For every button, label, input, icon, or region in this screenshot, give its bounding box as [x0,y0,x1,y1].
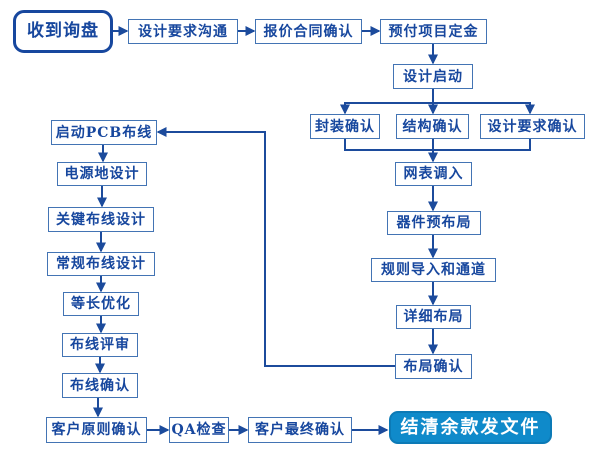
flow-node-routing-review: 布线评审 [62,333,138,357]
flow-node-label-structure-confirm: 结构确认 [402,118,463,135]
flow-node-label-settle-balance-send-files: 结清余款发文件 [400,416,541,438]
flow-node-label-critical-routing-design: 关键布线设计 [56,211,146,228]
flow-node-label-prepay-project-deposit: 预付项目定金 [388,23,479,40]
flow-node-critical-routing-design: 关键布线设计 [48,207,154,232]
flow-node-label-netlist-import: 网表调入 [403,166,464,182]
flow-node-qa-check: QA检查 [169,417,229,443]
flow-node-design-requirement-communication: 设计要求沟通 [128,19,238,44]
flow-node-label-routing-review: 布线评审 [70,337,130,353]
flow-node-label-quotation-contract-confirm: 报价合同确认 [263,23,354,40]
flow-node-settle-balance-send-files: 结清余款发文件 [389,411,552,444]
flow-node-label-package-confirm: 封装确认 [315,118,375,135]
flow-node-label-customer-final-confirm: 客户最终确认 [255,422,345,438]
flow-node-component-pre-placement: 器件预布局 [387,211,481,235]
flow-node-customer-principle-confirm: 客户原则确认 [46,417,147,443]
flow-node-label-qa-check: QA检查 [171,422,227,438]
flow-node-length-matching-optimization: 等长优化 [63,292,139,316]
flow-node-routing-confirm: 布线确认 [62,373,138,398]
flow-node-label-rules-import-and-channel: 规则导入和通道 [381,262,486,278]
flow-node-design-requirement-confirm: 设计要求确认 [480,114,585,139]
flow-node-label-receive-inquiry: 收到询盘 [27,21,99,41]
flow-node-rules-import-and-channel: 规则导入和通道 [371,258,496,282]
flow-node-label-design-start: 设计启动 [403,68,463,85]
flow-node-label-power-ground-design: 电源地设计 [64,166,140,182]
flow-node-label-detailed-placement: 详细布局 [403,309,464,325]
connector-design-start-to-design-requirement-confirm [432,89,535,115]
flow-node-package-confirm: 封装确认 [310,114,380,139]
flow-node-label-general-routing-design: 常规布线设计 [56,256,146,272]
flow-node-netlist-import: 网表调入 [395,162,472,186]
flow-node-general-routing-design: 常规布线设计 [47,252,155,276]
flow-node-start-pcb-routing: 启动PCB布线 [51,120,157,145]
flow-node-prepay-project-deposit: 预付项目定金 [380,19,487,44]
flow-node-structure-confirm: 结构确认 [396,114,469,139]
flow-node-quotation-contract-confirm: 报价合同确认 [255,19,362,44]
connector-package-confirm-to-merge-point [344,139,433,151]
flow-node-label-component-pre-placement: 器件预布局 [396,215,472,231]
flow-node-label-placement-confirm: 布局确认 [403,358,464,375]
flow-node-placement-confirm: 布局确认 [395,354,472,379]
flow-node-receive-inquiry: 收到询盘 [13,10,113,53]
flow-node-design-start: 设计启动 [393,64,473,89]
flow-node-detailed-placement: 详细布局 [396,305,471,329]
flow-node-label-routing-confirm: 布线确认 [70,377,130,394]
flow-node-label-start-pcb-routing: 启动PCB布线 [55,124,153,141]
flow-node-customer-final-confirm: 客户最终确认 [248,417,352,443]
connector-design-requirement-confirm-to-merge-point [433,139,531,151]
flow-node-label-design-requirement-communication: 设计要求沟通 [138,23,228,40]
flow-node-label-design-requirement-confirm: 设计要求确认 [487,118,578,135]
connector-placement-confirm-to-start-pcb-routing [156,127,395,367]
flow-node-power-ground-design: 电源地设计 [57,162,147,186]
connector-design-start-to-package-confirm [340,89,434,115]
flow-node-label-length-matching-optimization: 等长优化 [71,296,131,312]
flow-node-label-customer-principle-confirm: 客户原则确认 [51,422,142,438]
